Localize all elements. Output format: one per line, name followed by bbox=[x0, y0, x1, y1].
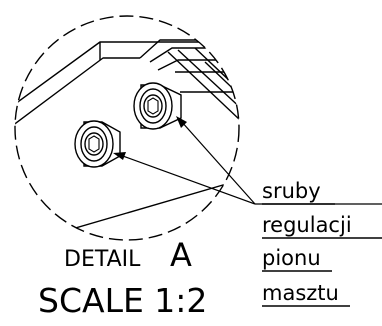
leader-line-upper bbox=[180, 120, 256, 205]
leader-line-lower bbox=[119, 154, 256, 205]
leader-lines bbox=[119, 120, 382, 205]
detail-title-prefix: DETAIL bbox=[64, 247, 141, 272]
rail-slot-line-3 bbox=[194, 47, 239, 101]
callout-line-1: sruby bbox=[262, 179, 321, 203]
rail-slot-line-1 bbox=[167, 51, 239, 121]
detail-geometry bbox=[15, 39, 239, 240]
screw-lower bbox=[74, 120, 121, 168]
callout-line-3: pionu bbox=[262, 246, 321, 270]
screw-upper-hex-socket bbox=[147, 97, 159, 115]
rail-slot-line-2 bbox=[177, 49, 239, 113]
callout-line-2: regulacji bbox=[262, 213, 352, 237]
callout-line-4: masztu bbox=[262, 281, 339, 305]
leader-arrow-upper bbox=[176, 116, 187, 128]
leader-arrow-lower bbox=[113, 152, 126, 160]
block-front-top-edge bbox=[15, 57, 140, 136]
screw-upper bbox=[133, 82, 182, 130]
screw-lower-hex-socket bbox=[88, 135, 100, 153]
block-top-edge bbox=[15, 41, 239, 116]
callout-text-group: sruby regulacji pionu masztu bbox=[262, 179, 382, 307]
detail-scale-label: SCALE 1:2 bbox=[38, 281, 207, 320]
detail-boundary-circle bbox=[14, 15, 240, 241]
detail-title-letter: A bbox=[170, 236, 192, 274]
